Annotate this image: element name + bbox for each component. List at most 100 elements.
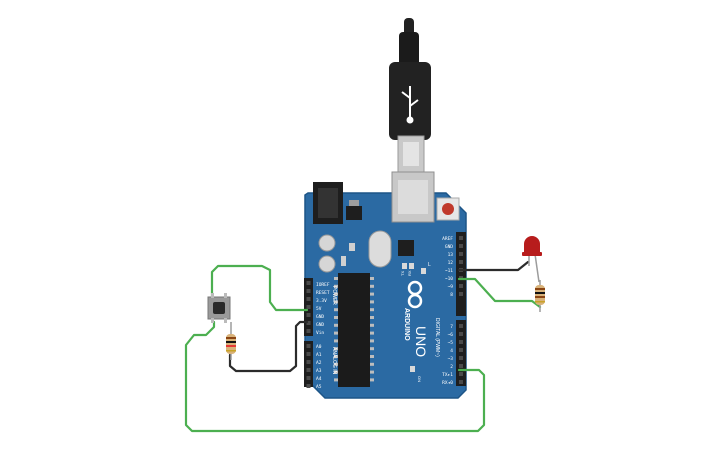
resistor-band	[535, 292, 545, 294]
header-pin-socket[interactable]	[306, 368, 311, 372]
chip-pin	[370, 339, 374, 343]
header-pin-socket[interactable]	[459, 340, 463, 344]
chip-pin	[334, 378, 338, 382]
led-dome	[524, 236, 540, 254]
resistor-band	[535, 296, 545, 298]
header-pin-socket[interactable]	[306, 329, 311, 333]
header-pin-socket[interactable]	[306, 352, 311, 356]
digital-pin-labels-high: AREF GND 13 12 ~11 ~10 ~9 8	[442, 236, 453, 298]
rx-led	[409, 263, 414, 269]
usb-cable-strain-tip	[404, 18, 414, 36]
pin-label-2: 2	[450, 364, 453, 370]
header-pin-socket[interactable]	[459, 260, 463, 264]
tx-led	[402, 263, 407, 269]
header-pin-socket[interactable]	[306, 289, 311, 293]
reset-button-cap[interactable]	[442, 203, 454, 215]
header-pin-socket[interactable]	[459, 284, 463, 288]
header-pin-socket[interactable]	[306, 321, 311, 325]
capacitor-2	[318, 255, 336, 273]
power-jack-inner	[318, 188, 338, 218]
arduino-board[interactable]: TX RX L ON ARDUINO UNO POWER ANALOG IN D…	[304, 171, 467, 399]
chip-pin	[370, 347, 374, 351]
chip-pin	[370, 362, 374, 366]
header-pin-socket[interactable]	[306, 360, 311, 364]
header-pin-socket[interactable]	[306, 281, 311, 285]
smd-part	[349, 243, 355, 251]
header-pin-socket[interactable]	[459, 372, 463, 376]
header-pin-socket[interactable]	[459, 364, 463, 368]
wire-gnd-to-resistor[interactable]	[228, 320, 309, 373]
digital-header-high	[456, 232, 466, 316]
pin-label-aref: AREF	[442, 236, 453, 242]
chip-pin	[370, 300, 374, 304]
resistor-led[interactable]	[535, 280, 545, 312]
header-pin-socket[interactable]	[306, 305, 311, 309]
pin-label-5v: 5V	[316, 306, 322, 312]
pin-label-1: TX▸1	[442, 372, 453, 378]
on-label: ON	[417, 376, 422, 382]
analog-pin-labels: A0 A1 A2 A3 A4 A5	[316, 344, 322, 390]
capacitor-1	[318, 234, 336, 252]
chip-pin	[370, 308, 374, 312]
pin-label-a0: A0	[316, 344, 322, 350]
header-pin-socket[interactable]	[459, 356, 463, 360]
pin-label-6: ~6	[448, 332, 454, 338]
chip-pin	[334, 316, 338, 319]
l-label: L	[428, 262, 431, 268]
pushbutton-leg	[224, 318, 227, 323]
header-pin-socket[interactable]	[459, 324, 463, 328]
header-pin-socket[interactable]	[459, 236, 463, 240]
header-pin-socket[interactable]	[459, 292, 463, 296]
header-pin-socket[interactable]	[459, 380, 463, 384]
header-pin-socket[interactable]	[306, 384, 311, 388]
chip-pin	[370, 355, 374, 358]
header-pin-socket[interactable]	[306, 344, 311, 348]
pin-label-4: 4	[450, 348, 453, 354]
pushbutton-cap[interactable]	[213, 302, 225, 314]
header-pin-socket[interactable]	[306, 376, 311, 380]
resistor-band	[226, 341, 236, 343]
pin-label-a1: A1	[316, 352, 322, 358]
wire-pin13-to-resistor[interactable]	[457, 277, 542, 309]
brand-text: ARDUINO	[403, 308, 410, 341]
wires[interactable]	[184, 260, 542, 433]
pin-label-vin: Vin	[316, 330, 324, 336]
chip-pin	[334, 370, 338, 374]
usb-cable[interactable]	[389, 18, 431, 173]
wire-gnd-to-led[interactable]	[457, 260, 530, 272]
led[interactable]	[522, 236, 542, 283]
chip-pin	[334, 292, 338, 296]
header-pin-socket[interactable]	[306, 297, 311, 301]
chip-pin	[370, 323, 374, 327]
wire-pin2-to-button[interactable]	[184, 320, 486, 433]
chip-pin	[370, 292, 374, 296]
pin-label-ioref: IOREF	[316, 282, 330, 288]
wire-5v-to-button[interactable]	[210, 264, 309, 312]
header-pin-socket[interactable]	[459, 348, 463, 352]
power-on-led	[410, 366, 415, 372]
arduino-logo	[407, 280, 423, 309]
chip-pin	[370, 378, 374, 382]
chip-pin	[370, 277, 374, 280]
pushbutton[interactable]	[207, 293, 231, 323]
model-text: UNO	[413, 326, 429, 357]
usb-cable-strain-relief	[399, 32, 419, 66]
chip-pin	[334, 355, 338, 358]
pin-label-gnd-1: GND	[316, 314, 324, 320]
chip-pin	[334, 331, 338, 335]
analog-header-title: ANALOG IN	[331, 347, 337, 375]
pin-label-12: 12	[448, 260, 454, 266]
resistor-band	[226, 337, 236, 339]
header-pin-socket[interactable]	[459, 244, 463, 248]
header-pin-socket[interactable]	[306, 313, 311, 317]
usb-interface-chip	[398, 240, 414, 256]
pushbutton-leg	[211, 293, 214, 298]
digital-header-title: DIGITAL (PWM~)	[434, 318, 440, 357]
header-pin-socket[interactable]	[459, 252, 463, 256]
pin-label-11: ~11	[445, 268, 453, 274]
resistor-band	[226, 350, 236, 352]
power-pin-labels: IOREF RESET 3.3V 5V GND GND Vin	[316, 282, 330, 336]
resistor-button[interactable]	[226, 322, 236, 360]
microcontroller-chip	[338, 273, 370, 387]
header-pin-socket[interactable]	[459, 332, 463, 336]
